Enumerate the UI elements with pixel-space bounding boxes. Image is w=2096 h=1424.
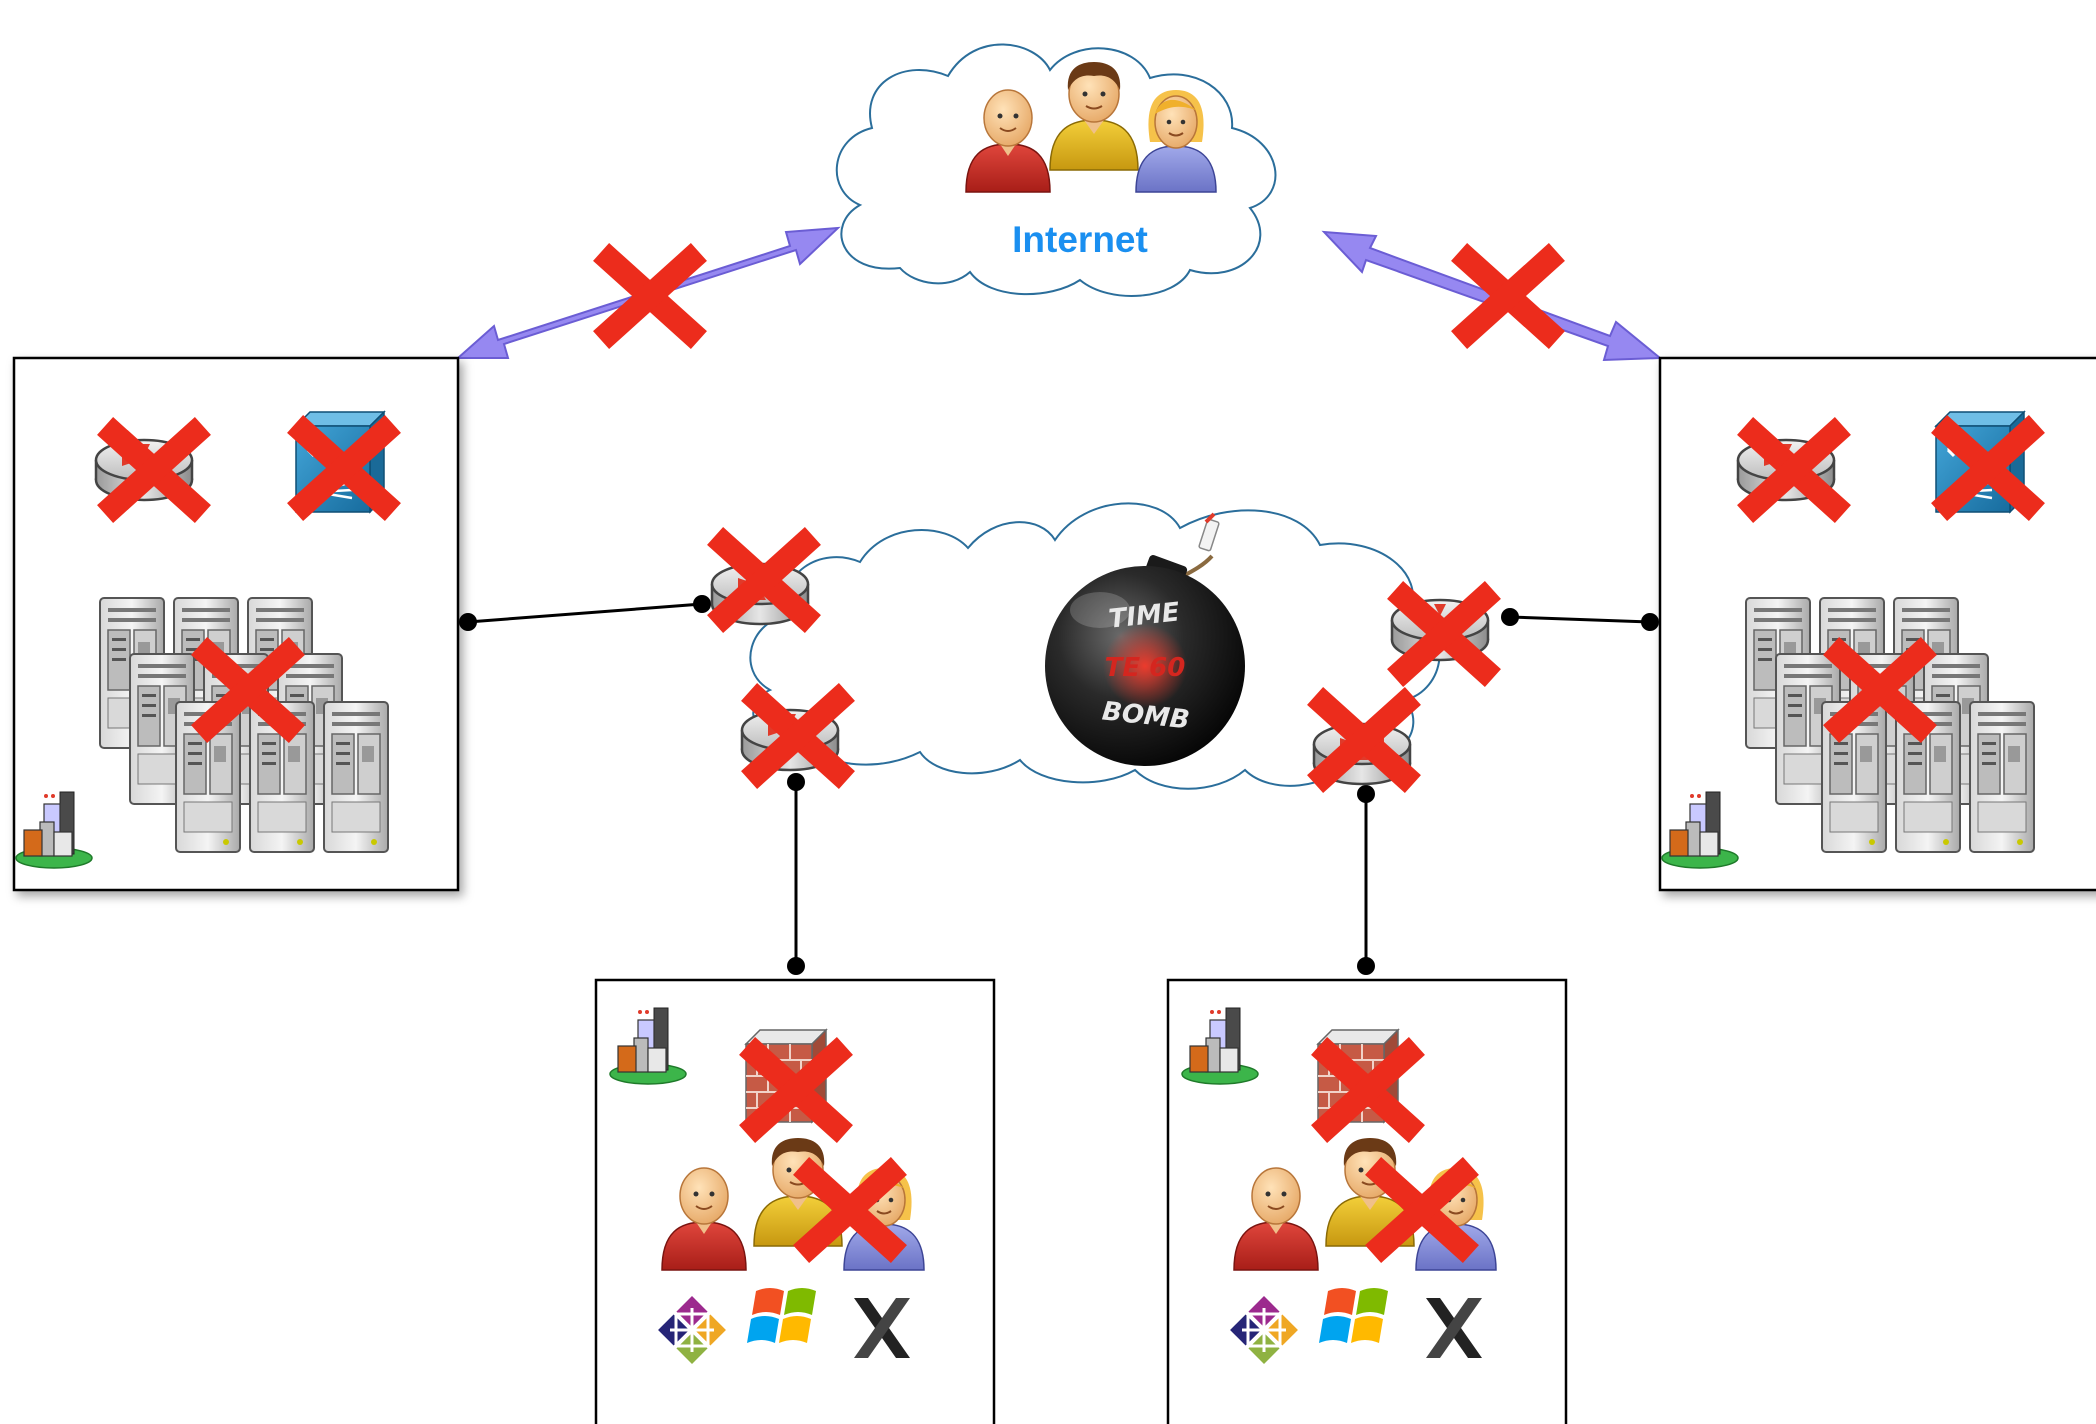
failure-x-icon	[610, 260, 690, 332]
right-branch-office	[1166, 978, 1568, 1424]
internet-label: Internet	[1012, 219, 1148, 260]
link-endpoints	[459, 595, 1659, 975]
left-datacenter	[12, 356, 460, 892]
time-bomb-icon: TIME TE 60 BOMB	[1045, 512, 1245, 766]
right-datacenter	[1658, 356, 2096, 892]
internet-cloud: Internet	[835, 43, 1277, 297]
left-branch-office	[594, 978, 996, 1424]
bomb-label-top: TIME	[1107, 597, 1181, 634]
bomb-timer-display: TE 60	[1105, 653, 1186, 683]
network-links	[467, 602, 1651, 966]
